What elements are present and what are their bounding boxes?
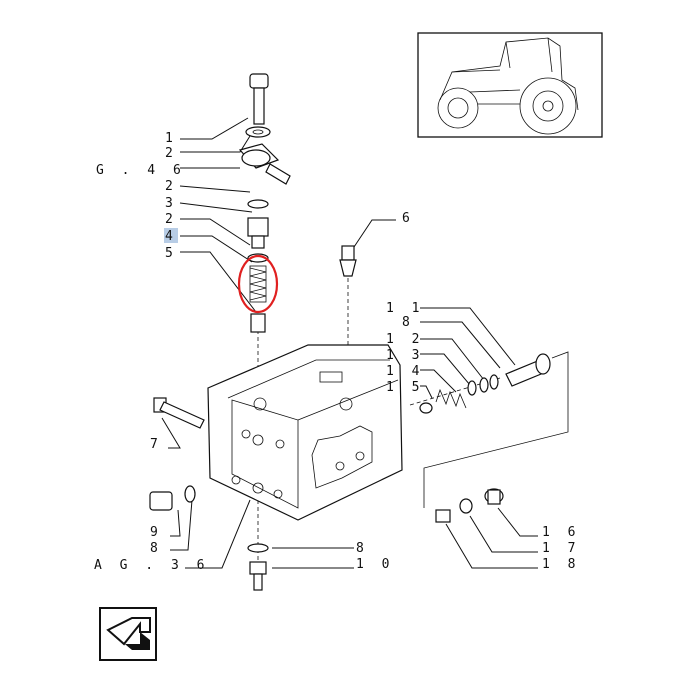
label-12: 1 2 <box>386 332 424 347</box>
label-15: 1 5 <box>386 380 424 395</box>
label-8: 8 <box>150 541 163 556</box>
banjo-bolt[interactable] <box>249 73 269 125</box>
spool-spring[interactable] <box>435 388 467 409</box>
plug-9[interactable] <box>149 491 173 511</box>
plug-16[interactable] <box>484 488 504 505</box>
spring[interactable] <box>249 265 267 303</box>
label-11: 1 1 <box>386 301 424 316</box>
spool-plug[interactable] <box>505 353 551 387</box>
label-13: 1 3 <box>386 348 424 363</box>
washer-lower[interactable] <box>247 199 269 209</box>
callout-labels: 1 2 G . 4 6 2 3 2 4 5 6 1 1 8 1 2 1 3 1 … <box>94 131 580 573</box>
callout-circle <box>237 254 279 314</box>
label-2: 2 <box>165 179 178 194</box>
label-3: 3 <box>165 196 178 211</box>
valve-cap[interactable] <box>247 217 269 249</box>
label-9: 9 <box>150 525 163 540</box>
label-fig-36: A G . 3 6 <box>94 558 209 573</box>
label-10: 1 0 <box>356 557 394 572</box>
pressure-fitting[interactable] <box>339 245 357 277</box>
label-18: 1 8 <box>542 557 580 572</box>
label-2: 2 <box>165 146 178 161</box>
leader-lines-left <box>161 117 538 569</box>
label-16: 1 6 <box>542 525 580 540</box>
washer-top[interactable] <box>245 126 271 138</box>
label-8: 8 <box>356 541 369 556</box>
bolt-7[interactable] <box>153 397 205 429</box>
poppet[interactable] <box>250 313 266 333</box>
label-highlight <box>164 228 178 243</box>
valve-body[interactable] <box>207 344 403 521</box>
fitting-10[interactable] <box>249 561 267 591</box>
label-14: 1 4 <box>386 364 424 379</box>
washer-17[interactable] <box>459 498 473 514</box>
label-5: 5 <box>165 246 178 261</box>
banjo-fitting[interactable] <box>238 143 291 185</box>
oring-8-left[interactable] <box>184 485 196 503</box>
label-1: 1 <box>165 131 178 146</box>
label-6: 6 <box>402 211 415 226</box>
label-7: 7 <box>150 437 163 452</box>
seat-18[interactable] <box>435 509 451 523</box>
label-17: 1 7 <box>542 541 580 556</box>
spool-ball[interactable] <box>419 402 433 414</box>
label-2: 2 <box>165 212 178 227</box>
label-fig-46: G . 4 6 <box>96 163 186 178</box>
spool-orings[interactable] <box>467 374 499 396</box>
label-8: 8 <box>402 315 415 330</box>
label-4: 4 <box>165 229 178 244</box>
oring-8-bottom[interactable] <box>247 543 269 553</box>
tractor-thumbnail[interactable] <box>417 32 603 138</box>
previous-page-arrow-icon[interactable] <box>99 607 157 661</box>
